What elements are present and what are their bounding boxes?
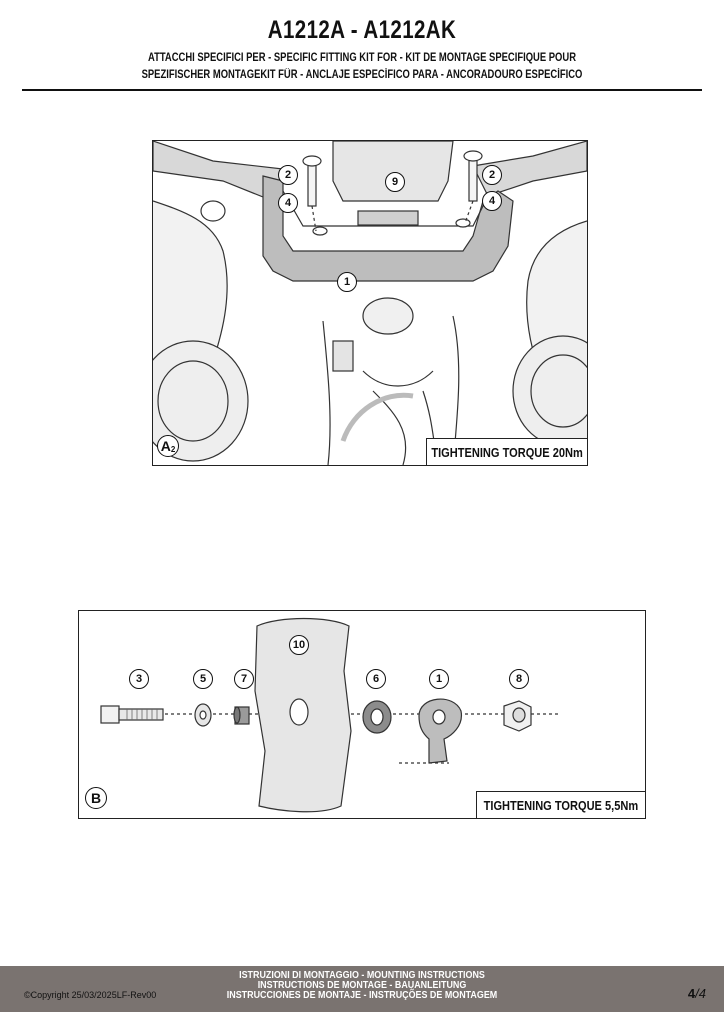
part-callout-2-left: 2	[278, 165, 298, 185]
torque-label-a2: TIGHTENING TORQUE 20Nm	[426, 438, 587, 465]
figure-label-b: B	[85, 787, 107, 809]
part-callout-3: 3	[129, 669, 149, 689]
part-callout-1: 1	[429, 669, 449, 689]
header-divider	[22, 89, 702, 91]
figure-b-drawing	[100, 617, 559, 813]
footer-line-1: ISTRUZIONI DI MONTAGGIO - MOUNTING INSTR…	[239, 969, 485, 981]
part-callout-10: 10	[289, 635, 309, 655]
torque-label-b: TIGHTENING TORQUE 5,5Nm	[476, 791, 645, 818]
footer-line-2: INSTRUCTIONS DE MONTAGE - BAUANLEITUNG	[257, 979, 467, 991]
footer-line-3: INSTRUCCIONES DE MONTAJE - INSTRUÇÕES DE…	[226, 989, 498, 1001]
part-callout-4-left: 4	[278, 193, 298, 213]
figure-a2-drawing	[153, 141, 587, 465]
subtitle-line-2: SPEZIFISCHER MONTAGEKIT FÜR - ANCLAJE ES…	[141, 69, 583, 81]
part-callout-7: 7	[234, 669, 254, 689]
subtitle-line-1: ATTACCHI SPECIFICI PER - SPECIFIC FITTIN…	[147, 52, 577, 64]
part-callout-6: 6	[366, 669, 386, 689]
figure-b-panel: B 3 5 7 10 6 1 8 TIGHTENING TORQUE 5,5Nm	[78, 610, 646, 819]
part-callout-9: 9	[385, 172, 405, 192]
part-callout-1: 1	[337, 272, 357, 292]
footer-bar: ISTRUZIONI DI MONTAGGIO - MOUNTING INSTR…	[0, 966, 724, 1012]
part-callout-4-right: 4	[482, 191, 502, 211]
copyright-text: ©Copyright 25/03/2025LF-Rev00	[24, 990, 157, 1000]
part-callout-2-right: 2	[482, 165, 502, 185]
part-callout-8: 8	[509, 669, 529, 689]
part-callout-5: 5	[193, 669, 213, 689]
page-number: 4/4	[687, 986, 706, 1001]
document-title: A1212A - A1212AK	[267, 16, 457, 44]
